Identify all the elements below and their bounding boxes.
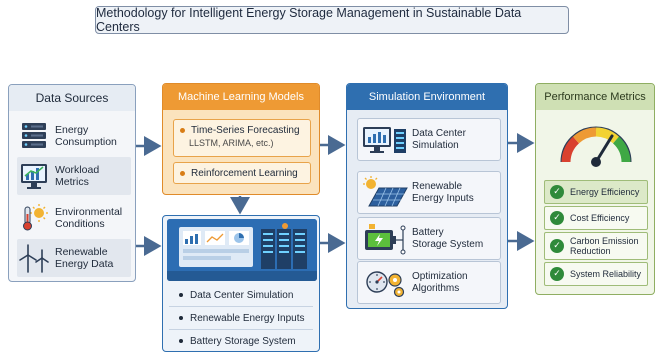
performance-metrics-panel: Performance Metrics ✓ Energy Efficiency … bbox=[535, 83, 655, 295]
data-center-pipeline-panel: Data Center Simulation Renewable Energy … bbox=[162, 215, 320, 352]
sim-label-line2: Storage System bbox=[412, 238, 484, 250]
performance-metrics-header: Performance Metrics bbox=[536, 84, 654, 110]
gears-icon bbox=[358, 264, 412, 302]
wind-turbine-icon bbox=[17, 243, 51, 273]
sim-label-line1: Renewable bbox=[412, 180, 463, 192]
time-series-forecasting-box: Time-Series Forecasting LLSTM, ARIMA, et… bbox=[173, 119, 311, 157]
diagram-title-text: Methodology for Intelligent Energy Stora… bbox=[96, 6, 522, 34]
sim-data-center-simulation: Data Center Simulation bbox=[357, 118, 501, 161]
data-center-icon bbox=[358, 121, 412, 159]
reinforcement-label: Reinforcement Learning bbox=[191, 168, 298, 179]
sim-label-line1: Battery bbox=[412, 226, 444, 238]
sim-label-line1: Optimization bbox=[412, 270, 468, 282]
source-renewable-energy-data: Renewable Energy Data bbox=[17, 239, 131, 277]
source-label-line1: Workload bbox=[55, 164, 100, 176]
battery-icon bbox=[358, 220, 412, 258]
data-sources-panel: Data Sources Energy Consumption bbox=[8, 84, 136, 282]
sim-label-line1: Data Center bbox=[412, 127, 466, 139]
solar-panel-icon bbox=[358, 174, 412, 212]
server-rack-icon bbox=[17, 121, 51, 151]
thermometer-sun-icon bbox=[17, 203, 51, 233]
sim-optimization-algorithms: Optimization Algorithms bbox=[357, 261, 501, 304]
source-label-line1: Energy bbox=[55, 124, 89, 136]
source-label-line1: Renewable bbox=[55, 246, 108, 258]
metric-system-reliability: ✓ System Reliability bbox=[544, 262, 648, 286]
source-label-line2: Consumption bbox=[55, 136, 117, 148]
simulation-environment-panel: Simulation Environment Data Center Simul… bbox=[346, 83, 508, 309]
check-icon: ✓ bbox=[550, 239, 564, 253]
source-label-line1: Environmental bbox=[55, 206, 123, 218]
store-item-battery-storage-system: Battery Storage System bbox=[179, 336, 296, 347]
forecasting-subtitle: LLSTM, ARIMA, etc.) bbox=[189, 138, 274, 148]
divider bbox=[169, 329, 313, 330]
sim-label-line2: Algorithms bbox=[412, 282, 460, 294]
sim-label-line2: Simulation bbox=[412, 139, 459, 151]
ml-models-panel: Machine Learning Models Time-Series Fore… bbox=[162, 83, 320, 195]
check-icon: ✓ bbox=[550, 211, 564, 225]
source-label-line2: Conditions bbox=[55, 218, 105, 230]
sim-battery-storage-system: Battery Storage System bbox=[357, 217, 501, 260]
source-workload-metrics: Workload Metrics bbox=[17, 157, 131, 195]
divider bbox=[169, 306, 313, 307]
metric-energy-efficiency: ✓ Energy Efficiency bbox=[544, 180, 648, 204]
sim-renewable-energy-inputs: Renewable Energy Inputs bbox=[357, 171, 501, 214]
forecasting-title: Time-Series Forecasting bbox=[191, 125, 300, 136]
data-sources-header: Data Sources bbox=[9, 85, 135, 111]
store-item-renewable-energy-inputs: Renewable Energy Inputs bbox=[179, 313, 305, 324]
source-label-line2: Metrics bbox=[55, 176, 89, 188]
metric-cost-efficiency: ✓ Cost Efficiency bbox=[544, 206, 648, 230]
source-label-line2: Energy Data bbox=[55, 258, 114, 270]
store-item-data-center-simulation: Data Center Simulation bbox=[179, 290, 293, 301]
check-icon: ✓ bbox=[550, 185, 564, 199]
check-icon: ✓ bbox=[550, 267, 564, 281]
source-energy-consumption: Energy Consumption bbox=[17, 117, 131, 155]
metric-carbon-emission-reduction: ✓ Carbon Emission Reduction bbox=[544, 232, 648, 260]
sim-label-line2: Energy Inputs bbox=[412, 192, 474, 204]
diagram-title: Methodology for Intelligent Energy Stora… bbox=[95, 6, 569, 34]
data-center-illustration-icon bbox=[167, 219, 317, 281]
simulation-environment-header: Simulation Environment bbox=[347, 84, 507, 110]
source-environmental-conditions: Environmental Conditions bbox=[17, 199, 131, 237]
monitor-chart-icon bbox=[17, 161, 51, 191]
gauge-icon bbox=[554, 114, 638, 175]
reinforcement-learning-box: Reinforcement Learning bbox=[173, 162, 311, 184]
ml-models-header: Machine Learning Models bbox=[163, 84, 319, 110]
